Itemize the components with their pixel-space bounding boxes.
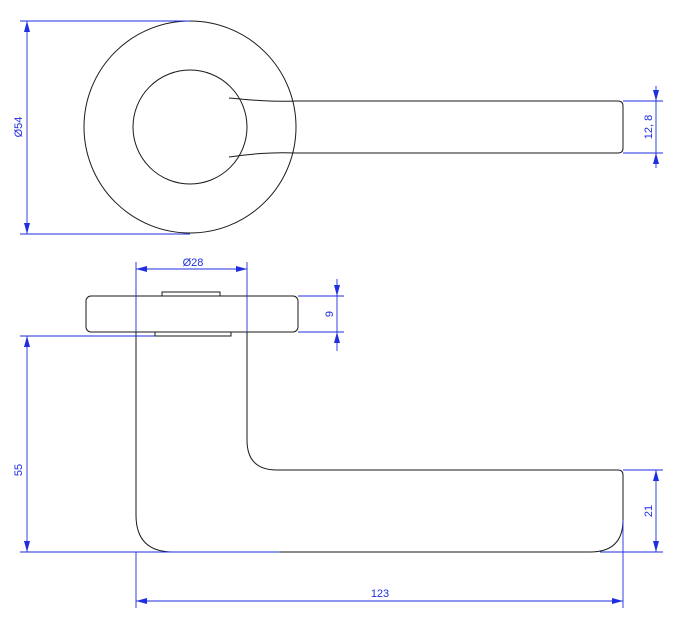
lever-thickness-dimension: 12, 8	[623, 86, 663, 168]
lever-thickness-label: 12, 8	[643, 115, 655, 139]
spindle-diameter-dimension: Ø28	[135, 257, 248, 332]
lever-length-label: 123	[371, 588, 389, 600]
lever-height-dimension: 55	[13, 335, 280, 553]
rose-diameter-dimension: Ø54	[13, 20, 190, 235]
rose-outer-circle	[83, 20, 297, 234]
lever-side-outline	[135, 332, 624, 553]
rose-top-boss	[161, 291, 221, 297]
lever-length-dimension: 123	[135, 520, 624, 608]
lever-end-height-dimension: 21	[600, 469, 663, 553]
rose-height-dimension: 9	[298, 279, 344, 351]
top-view	[83, 20, 624, 234]
side-view	[85, 291, 624, 553]
rose-side	[85, 295, 299, 333]
rose-bottom-plate	[154, 331, 232, 337]
lever-arm-top-outline	[228, 97, 624, 158]
spindle-diameter-label: Ø28	[183, 257, 204, 269]
rose-inner-circle	[132, 69, 248, 185]
rose-height-label: 9	[324, 311, 336, 317]
rose-diameter-label: Ø54	[13, 117, 25, 138]
lever-height-label: 55	[13, 464, 25, 476]
lever-end-height-label: 21	[643, 505, 655, 517]
